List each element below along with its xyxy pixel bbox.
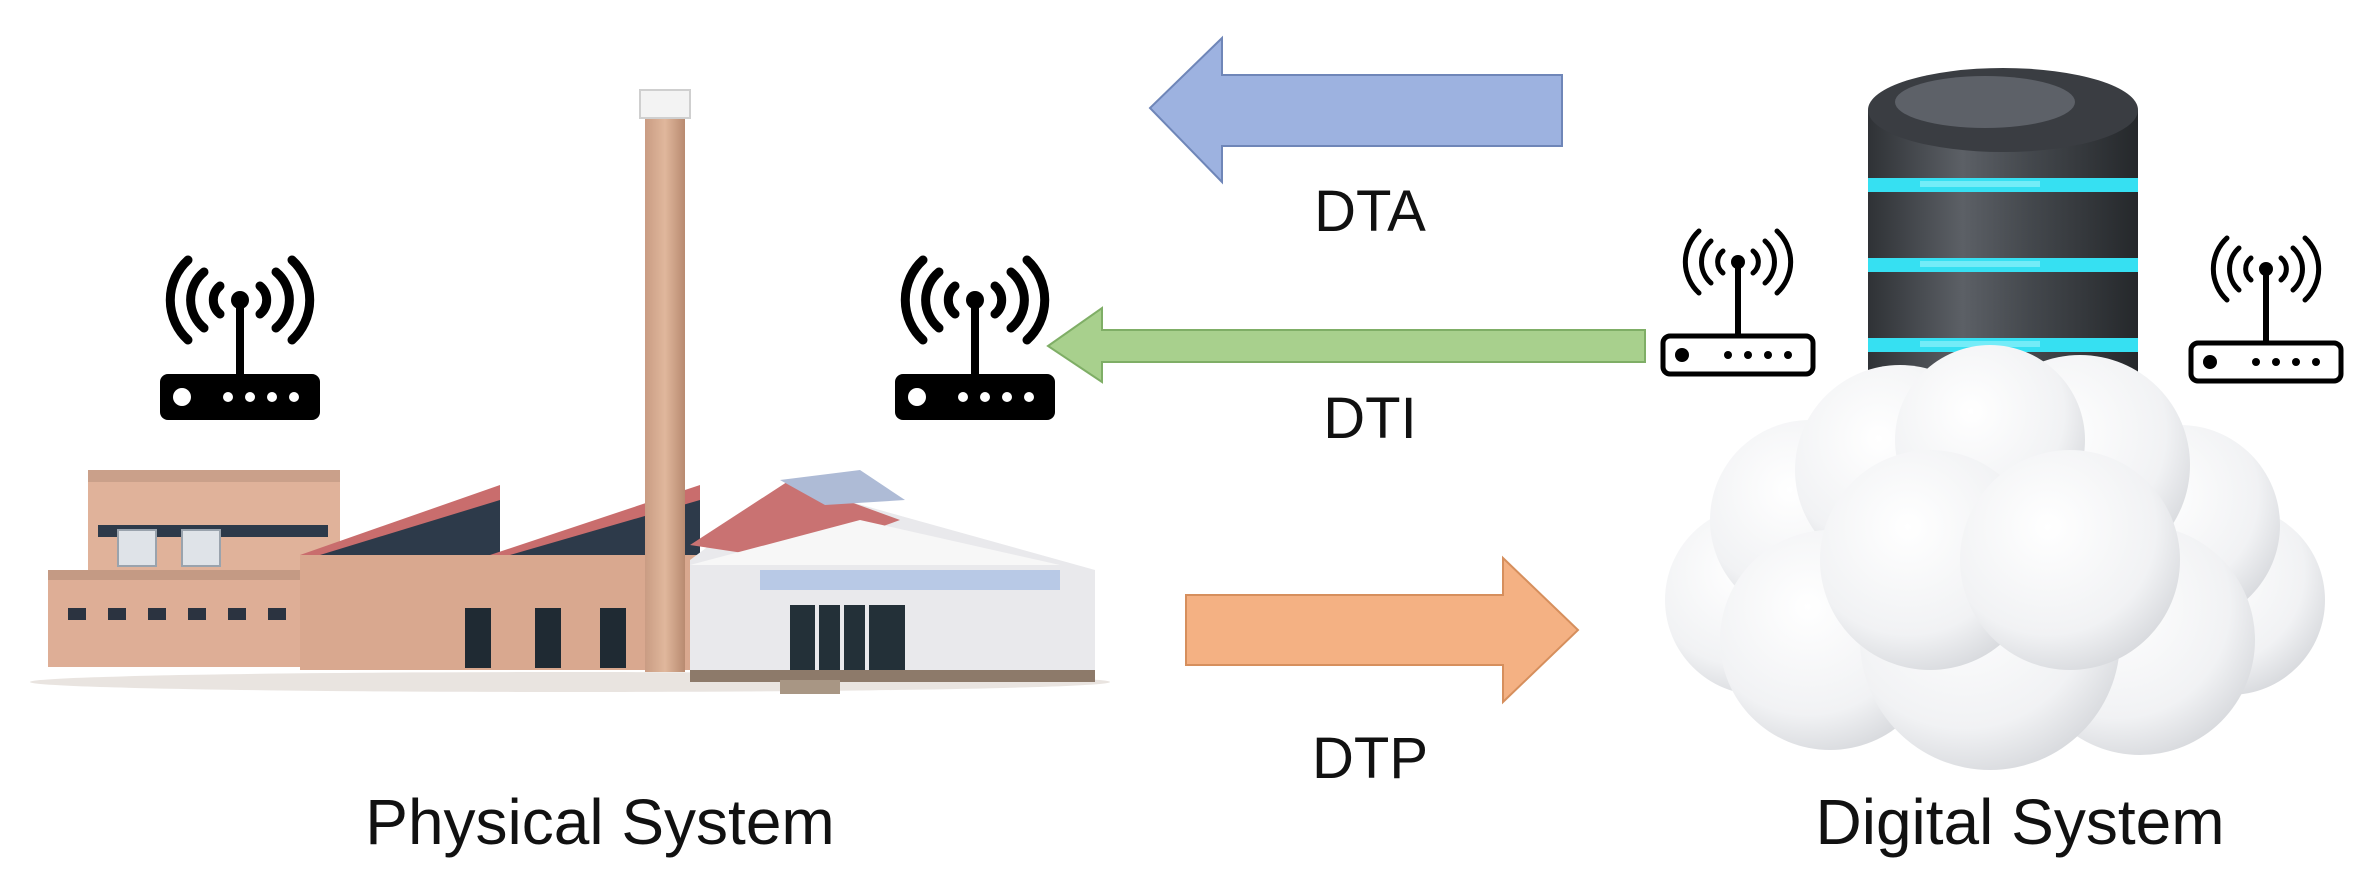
wifi-router-icon (160, 255, 320, 420)
wifi-router-icon (1660, 228, 1816, 377)
dtp-label: DTP (1312, 726, 1428, 791)
digital-system-label: Digital System (1815, 786, 2225, 858)
dti-arrow (1046, 306, 1646, 384)
physical-system-label: Physical System (365, 786, 835, 858)
factory-icon (30, 89, 1110, 694)
dta-label: DTA (1314, 179, 1426, 244)
cloud-icon (1665, 345, 2325, 770)
dta-arrow (1148, 35, 1563, 185)
wifi-router-icon (2188, 235, 2344, 384)
dtp-arrow (1185, 555, 1580, 705)
dti-label: DTI (1323, 386, 1417, 451)
wifi-router-icon (895, 255, 1055, 420)
